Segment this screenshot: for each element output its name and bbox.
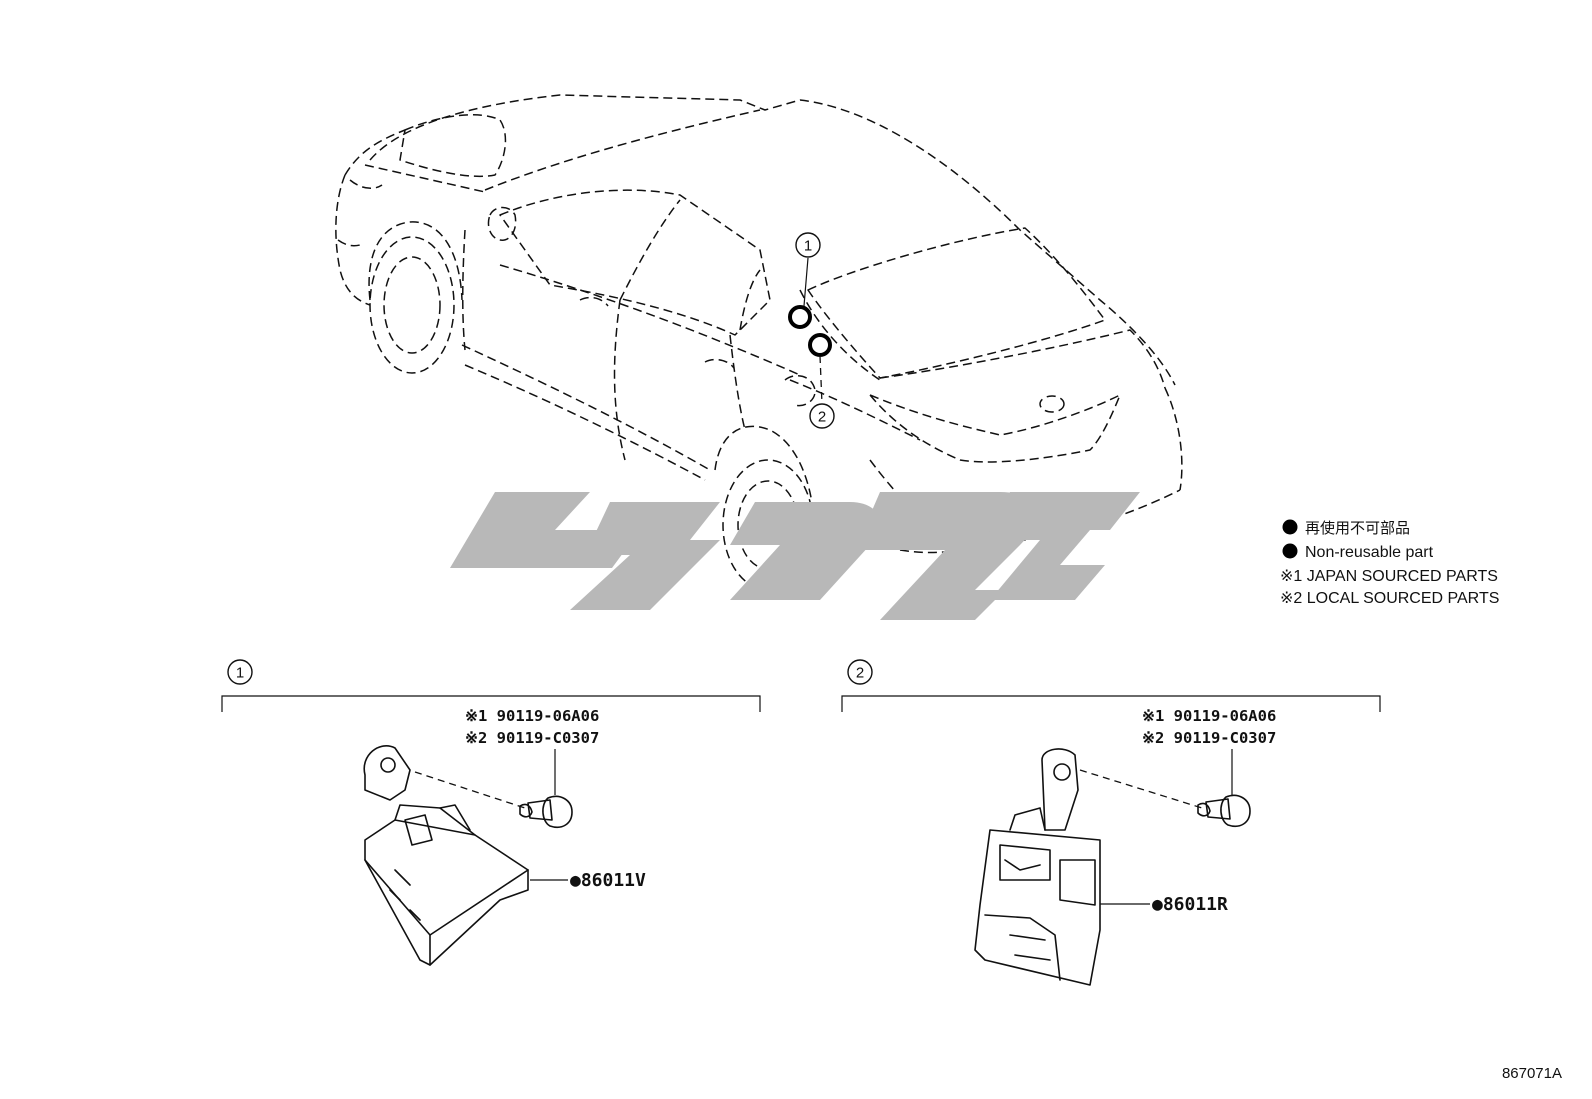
- svg-text:1: 1: [804, 238, 812, 255]
- detail-2-part-number: ●86011R: [1152, 894, 1228, 915]
- detail-1-callout: 1: [227, 659, 253, 685]
- diagram-reference-number: 867071A: [1502, 1065, 1562, 1082]
- detail-1-bolt: [519, 795, 573, 828]
- detail-1: 1 ※1 90119-06A06 ※2 90119-C0307 ●86011V: [221, 659, 761, 966]
- detail-2: 2 ※1 90119-06A06 ※2 90119-C0307 ●86011R: [841, 659, 1381, 986]
- watermark-logo: [450, 492, 1140, 620]
- detail-2-bolt-local: ※2 90119-C0307: [1142, 729, 1276, 747]
- detail-1-part-number: ●86011V: [570, 870, 646, 891]
- detail-1-bolt-jp: ※1 90119-06A06: [465, 707, 599, 725]
- location-marker-2: [808, 333, 832, 357]
- detail-2-bolt: [1197, 794, 1251, 827]
- svg-text:再使用不可部品: 再使用不可部品: [1305, 519, 1410, 537]
- svg-text:※2 LOCAL SOURCED PARTS: ※2 LOCAL SOURCED PARTS: [1280, 590, 1499, 607]
- svg-text:2: 2: [856, 665, 864, 682]
- callout-2: 2: [809, 403, 835, 429]
- svg-text:2: 2: [818, 409, 826, 426]
- detail-1-sensor: [363, 745, 529, 966]
- detail-2-callout: 2: [847, 659, 873, 685]
- callout-1: 1: [795, 232, 821, 258]
- location-markers: [788, 257, 832, 405]
- svg-text:1: 1: [236, 665, 244, 682]
- svg-text:Non-reusable part: Non-reusable part: [1305, 544, 1434, 561]
- detail-2-sensor: [974, 748, 1101, 986]
- detail-1-bolt-local: ※2 90119-C0307: [465, 729, 599, 747]
- non-reusable-bullet-icon: [1282, 519, 1298, 535]
- svg-text:※1 JAPAN SOURCED PARTS: ※1 JAPAN SOURCED PARTS: [1280, 568, 1498, 585]
- detail-2-bolt-jp: ※1 90119-06A06: [1142, 707, 1276, 725]
- non-reusable-bullet-icon: [1282, 543, 1298, 559]
- location-marker-1: [788, 305, 812, 329]
- legend: 再使用不可部品 Non-reusable part ※1 JAPAN SOURC…: [1280, 519, 1499, 607]
